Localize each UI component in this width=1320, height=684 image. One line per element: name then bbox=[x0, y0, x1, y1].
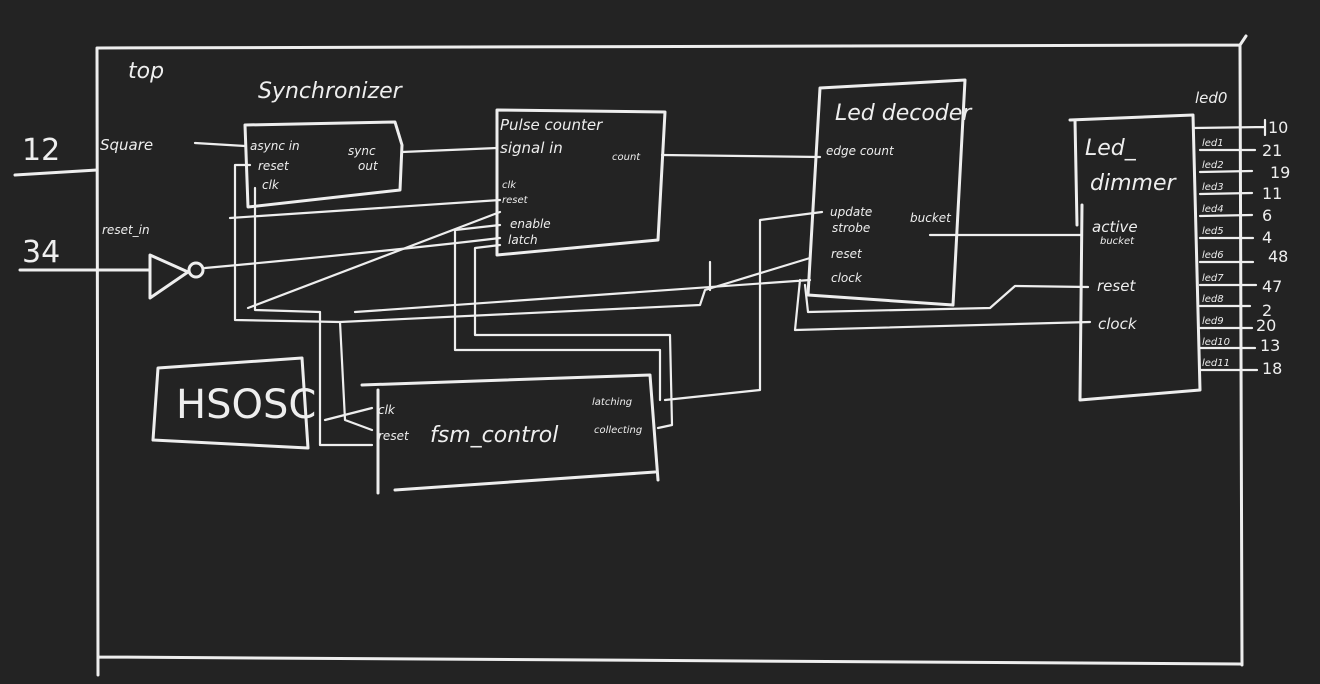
ld-port-update: update bbox=[830, 205, 872, 219]
led-pin-number: 10 bbox=[1268, 118, 1288, 137]
led-label: led7 bbox=[1202, 273, 1224, 284]
sync-port-async-in: async in bbox=[250, 139, 300, 153]
led-pin-number: 21 bbox=[1262, 141, 1282, 160]
reset-in-label: reset_in bbox=[102, 223, 150, 237]
dimmer-reset-net bbox=[803, 283, 1090, 314]
pc-port-reset: reset bbox=[502, 195, 529, 206]
count-to-edge-count bbox=[660, 153, 822, 159]
hsosc-label: HSOSC bbox=[176, 382, 316, 428]
hsosc-box bbox=[151, 356, 310, 450]
led-pin-number: 6 bbox=[1262, 206, 1272, 225]
led-label: led11 bbox=[1202, 358, 1230, 369]
led-pin-number: 47 bbox=[1262, 277, 1282, 296]
fsm-port-clk: clk bbox=[378, 403, 396, 417]
ld-port-bucket: bucket bbox=[910, 211, 952, 225]
pc-port-clk: clk bbox=[502, 180, 517, 191]
led-pin-number: 2 bbox=[1262, 301, 1272, 320]
ld-port-strobe: strobe bbox=[832, 221, 870, 235]
ld-port-reset: reset bbox=[831, 247, 863, 261]
top-module-frame bbox=[95, 34, 1248, 677]
square-label: Square bbox=[100, 136, 153, 154]
led-dimmer-title-2: dimmer bbox=[1090, 171, 1177, 196]
pin-square: 12 bbox=[22, 133, 60, 168]
led-pin-number: 19 bbox=[1270, 163, 1290, 182]
led-label: led8 bbox=[1202, 294, 1224, 305]
synchronizer-title: Synchronizer bbox=[258, 79, 404, 104]
square-to-sync-wire bbox=[193, 141, 247, 148]
led-pin-stubs bbox=[1191, 118, 1267, 372]
top-label: top bbox=[128, 59, 164, 84]
led-pin-number: 18 bbox=[1262, 359, 1282, 378]
led-label: led1 bbox=[1202, 138, 1224, 149]
fsm-port-latching: latching bbox=[592, 397, 632, 408]
led-dimmer-box bbox=[1068, 113, 1202, 402]
pc-port-count: count bbox=[612, 152, 641, 163]
reset-net bbox=[203, 163, 812, 432]
led-label: led6 bbox=[1202, 250, 1224, 261]
led-pin-number: 20 bbox=[1256, 316, 1276, 335]
led-decoder-title: Led decoder bbox=[835, 101, 973, 126]
led-label: led3 bbox=[1202, 182, 1224, 193]
square-wire bbox=[13, 168, 99, 177]
led-decoder-box bbox=[806, 78, 967, 307]
fsm-port-reset: reset bbox=[378, 429, 410, 443]
dim-port-clock: clock bbox=[1098, 315, 1138, 333]
sync-port-sync-out-2: out bbox=[358, 159, 379, 173]
clock-net bbox=[228, 186, 1092, 447]
led-pin-number: 11 bbox=[1262, 184, 1282, 203]
led-label: led2 bbox=[1202, 160, 1224, 171]
led-pin-number: 48 bbox=[1268, 247, 1288, 266]
led-pin-number: 4 bbox=[1262, 228, 1272, 247]
wires bbox=[203, 146, 1092, 447]
led-label: led10 bbox=[1202, 337, 1230, 348]
pulse-counter-box bbox=[495, 108, 667, 257]
synchronizer-box bbox=[243, 120, 404, 209]
led0-label: led0 bbox=[1195, 89, 1227, 107]
ld-port-clock: clock bbox=[831, 271, 863, 285]
pc-port-signal-in: signal in bbox=[500, 139, 563, 157]
update-strobe-net bbox=[663, 210, 824, 402]
sync-port-clk: clk bbox=[262, 178, 280, 192]
fsm-control-title: fsm_control bbox=[430, 423, 558, 448]
dim-port-active: active bbox=[1092, 218, 1138, 236]
pc-port-latch: latch bbox=[508, 233, 538, 247]
inverter-icon bbox=[148, 253, 205, 300]
pulse-counter-title: Pulse counter bbox=[500, 116, 603, 134]
ld-port-edge-count: edge count bbox=[826, 144, 895, 158]
led-pin-number: 13 bbox=[1260, 336, 1280, 355]
dim-port-bucket: bucket bbox=[1100, 236, 1135, 247]
enable-latch-net bbox=[453, 223, 674, 430]
led-label: led9 bbox=[1202, 316, 1224, 327]
pc-port-enable: enable bbox=[510, 217, 551, 231]
sync-port-reset: reset bbox=[258, 159, 290, 173]
led-pin-list: led1 led2 led3 led4 led5 led6 led7 led8 … bbox=[1191, 118, 1290, 378]
sync-port-sync-out-1: sync bbox=[348, 144, 376, 158]
pin-reset: 34 bbox=[22, 235, 60, 270]
dim-port-reset: reset bbox=[1097, 277, 1136, 295]
led-label: led5 bbox=[1202, 226, 1224, 237]
fsm-control-box bbox=[360, 373, 660, 495]
fsm-port-collecting: collecting bbox=[594, 425, 642, 436]
led-label: led4 bbox=[1202, 204, 1224, 215]
led-dimmer-title-1: Led_ bbox=[1085, 136, 1137, 161]
sync-out-to-signal-in bbox=[400, 146, 499, 154]
